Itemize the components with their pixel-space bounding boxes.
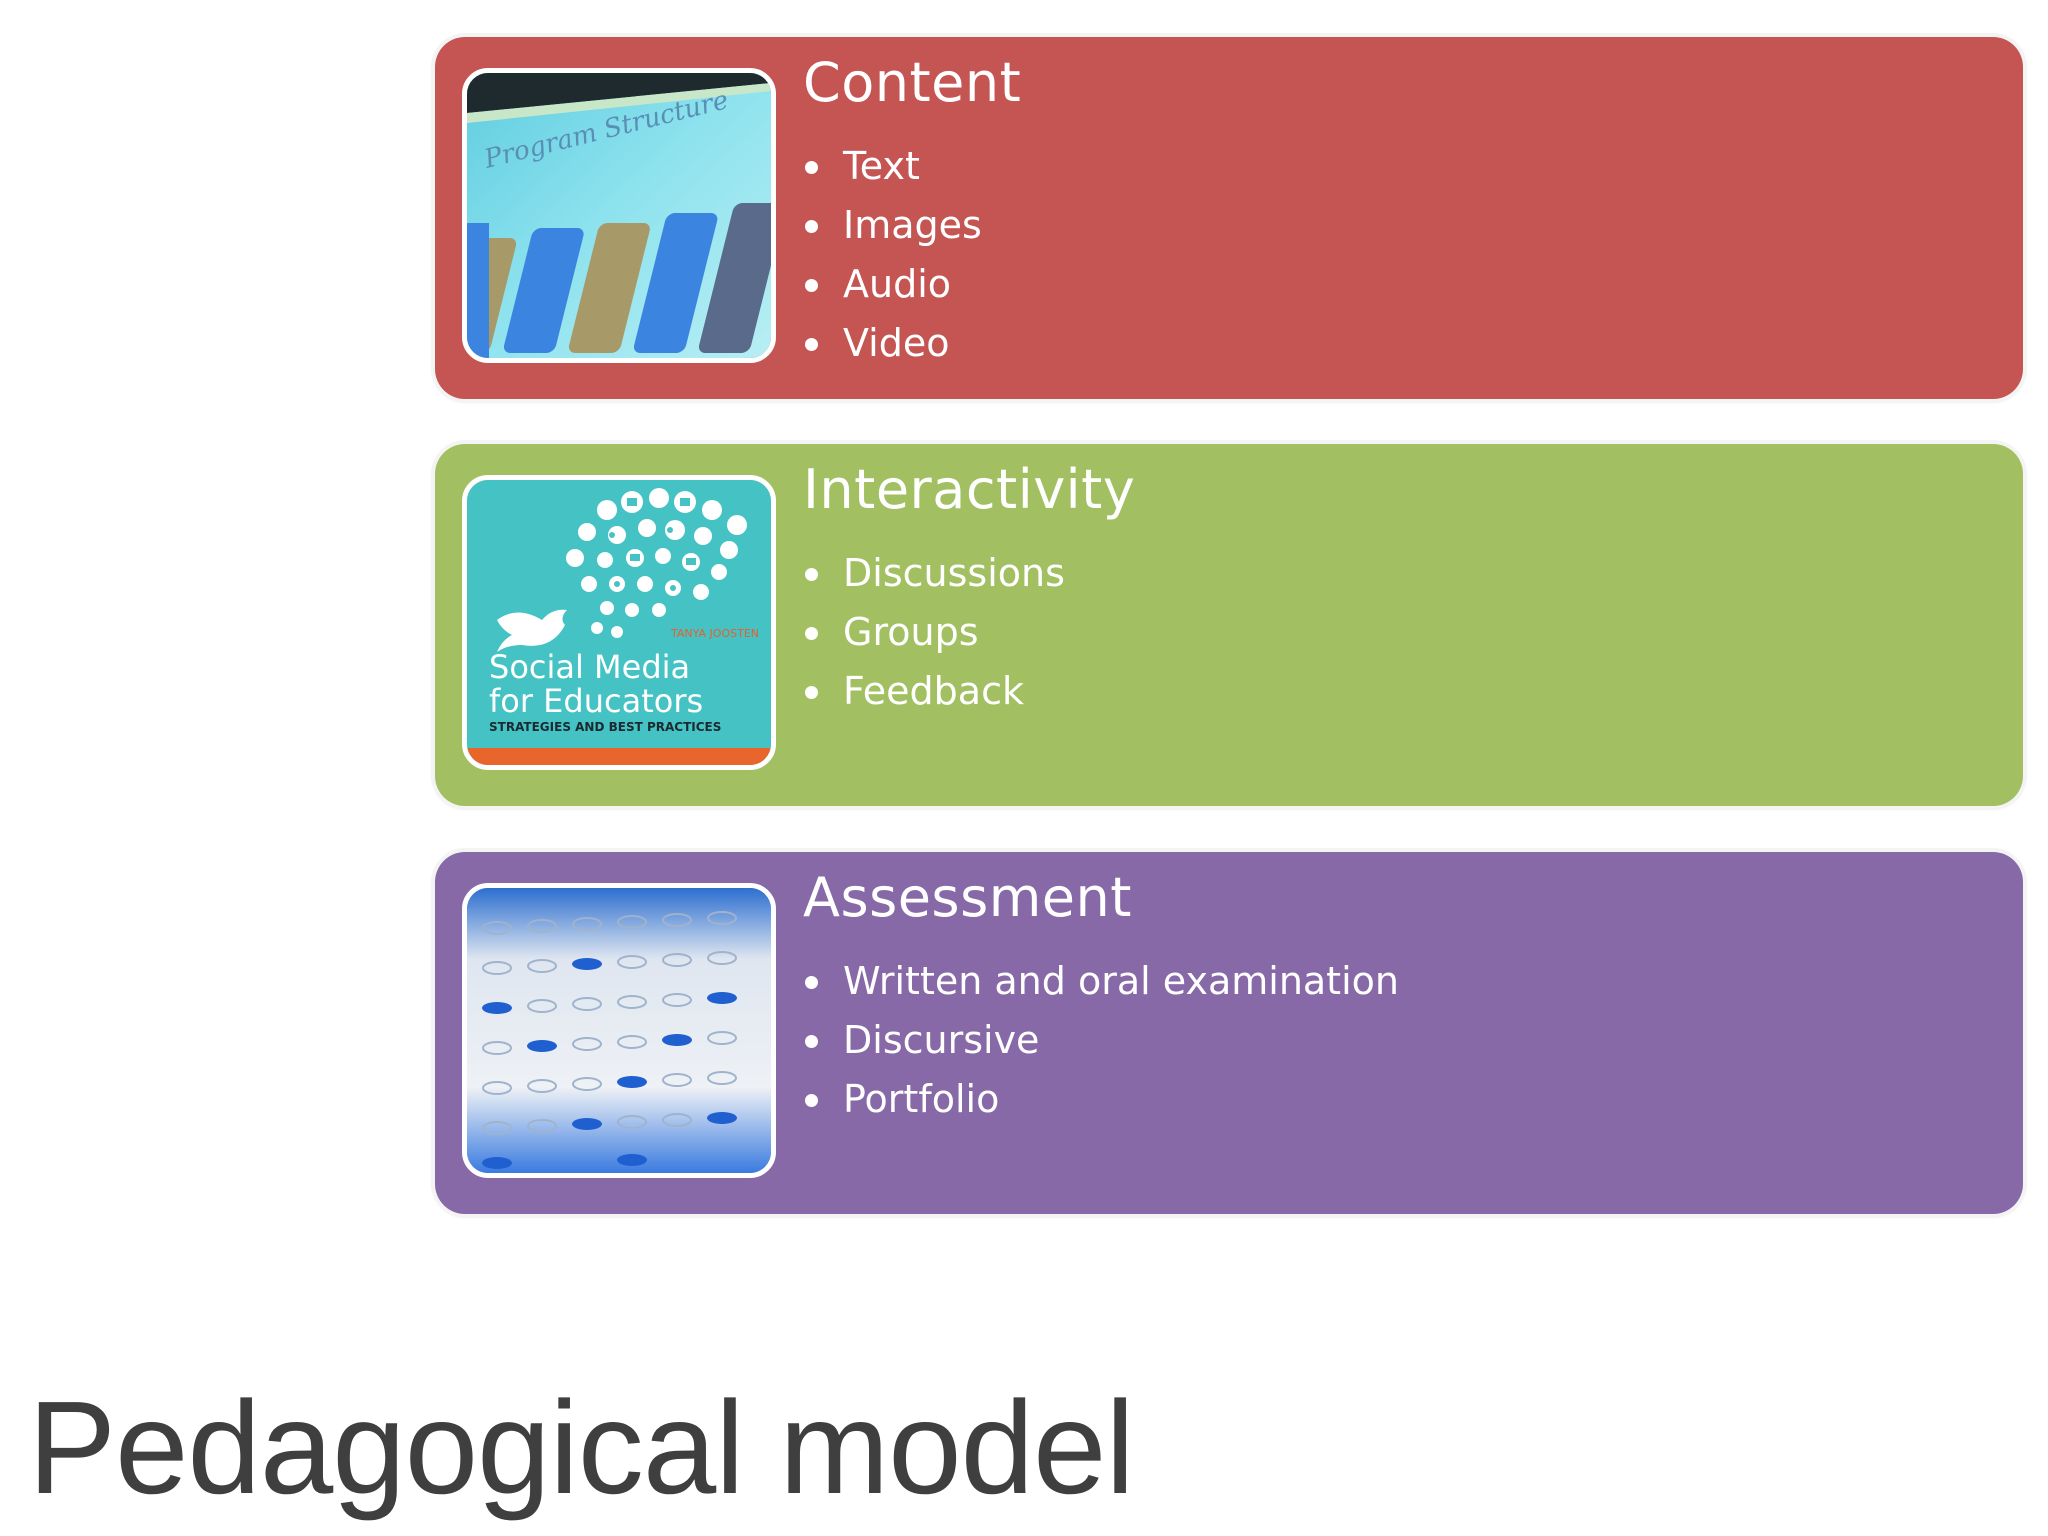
- list-item: Video: [805, 314, 982, 373]
- book-title-line2: for Educators: [489, 682, 703, 720]
- page-title: Pedagogical model: [28, 1374, 1135, 1521]
- book-author: TANYA JOOSTEN: [670, 627, 759, 640]
- list-item: Images: [805, 196, 982, 255]
- panel-title-interactivity: Interactivity: [803, 458, 1136, 521]
- list-item: Discussions: [805, 544, 1065, 603]
- list-item: Portfolio: [805, 1070, 1399, 1129]
- answer-sheet-image: [462, 883, 776, 1178]
- program-structure-screen-image: Program Structure: [462, 68, 776, 363]
- assessment-bullet-list: Written and oral examination Discursive …: [805, 952, 1399, 1129]
- panel-interactivity: TANYA JOOSTEN Social Media for Educators…: [435, 444, 2023, 806]
- list-item: Discursive: [805, 1011, 1399, 1070]
- list-item: Groups: [805, 603, 1065, 662]
- interactivity-bullet-list: Discussions Groups Feedback: [805, 544, 1065, 721]
- list-item: Audio: [805, 255, 982, 314]
- list-item: Text: [805, 137, 982, 196]
- panel-assessment: Assessment Written and oral examination …: [435, 852, 2023, 1214]
- book-subtitle: STRATEGIES AND BEST PRACTICES: [489, 720, 721, 734]
- list-item: Written and oral examination: [805, 952, 1399, 1011]
- book-title-line1: Social Media: [489, 648, 690, 686]
- panel-title-assessment: Assessment: [803, 866, 1132, 929]
- panel-title-content: Content: [803, 51, 1022, 114]
- content-bullet-list: Text Images Audio Video: [805, 137, 982, 373]
- panel-content: Program Structure Content Text Images Au…: [435, 37, 2023, 399]
- social-media-book-cover-image: TANYA JOOSTEN Social Media for Educators…: [462, 475, 776, 770]
- list-item: Feedback: [805, 662, 1065, 721]
